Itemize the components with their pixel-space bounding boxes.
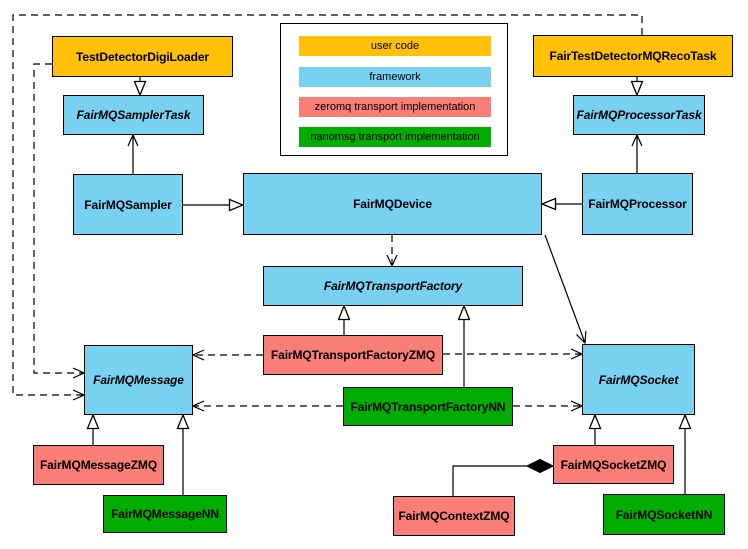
- class-box-fairtestdetectormqrecotask: FairTestDetectorMQRecoTask: [533, 35, 733, 77]
- class-box-testdetectordigiloader: TestDetectorDigiLoader: [52, 36, 233, 77]
- class-box-fairmqprocessor: FairMQProcessor: [582, 173, 693, 235]
- class-box-fairmqtransportfactorynn: FairMQTransportFactoryNN: [343, 387, 513, 426]
- class-box-fairmqmessage: FairMQMessage: [84, 345, 193, 415]
- edge-recotask-message-dependency: [12, 14, 643, 395]
- class-box-fairmqdevice: FairMQDevice: [243, 173, 542, 235]
- class-box-fairmqsocketnn: FairMQSocketNN: [603, 494, 725, 535]
- legend-item-framework: framework: [299, 67, 491, 87]
- legend-item-user-code: user code: [299, 36, 491, 56]
- class-box-fairmqsampler: FairMQSampler: [73, 174, 183, 235]
- class-box-fairmqsamplertask: FairMQSamplerTask: [63, 95, 204, 135]
- legend-item-nanomsg: nanomsg transport implementation: [299, 127, 491, 147]
- edge-socketzmq-contextzmq-composition: [452, 465, 527, 496]
- class-box-fairmqsocketzmq: FairMQSocketZMQ: [553, 445, 674, 484]
- class-box-fairmqtransportfactoryzmq: FairMQTransportFactoryZMQ: [263, 335, 443, 375]
- class-box-fairmqsocket: FairMQSocket: [582, 344, 695, 415]
- composition-diamond-icon: [525, 458, 555, 474]
- legend: user code framework zeromq transport imp…: [280, 23, 508, 156]
- class-box-fairmqcontextzmq: FairMQContextZMQ: [393, 496, 515, 536]
- class-box-fairmqtransportfactory: FairMQTransportFactory: [263, 266, 523, 306]
- class-box-fairmqmessagenn: FairMQMessageNN: [103, 495, 227, 533]
- edge-digiloader-message-dependency: [33, 63, 84, 373]
- legend-item-zeromq: zeromq transport implementation: [299, 97, 491, 117]
- edge-device-socket-association: [544, 234, 585, 343]
- class-box-fairmqmessagezmq: FairMQMessageZMQ: [33, 445, 164, 485]
- class-box-fairmqprocessortask: FairMQProcessorTask: [573, 95, 705, 135]
